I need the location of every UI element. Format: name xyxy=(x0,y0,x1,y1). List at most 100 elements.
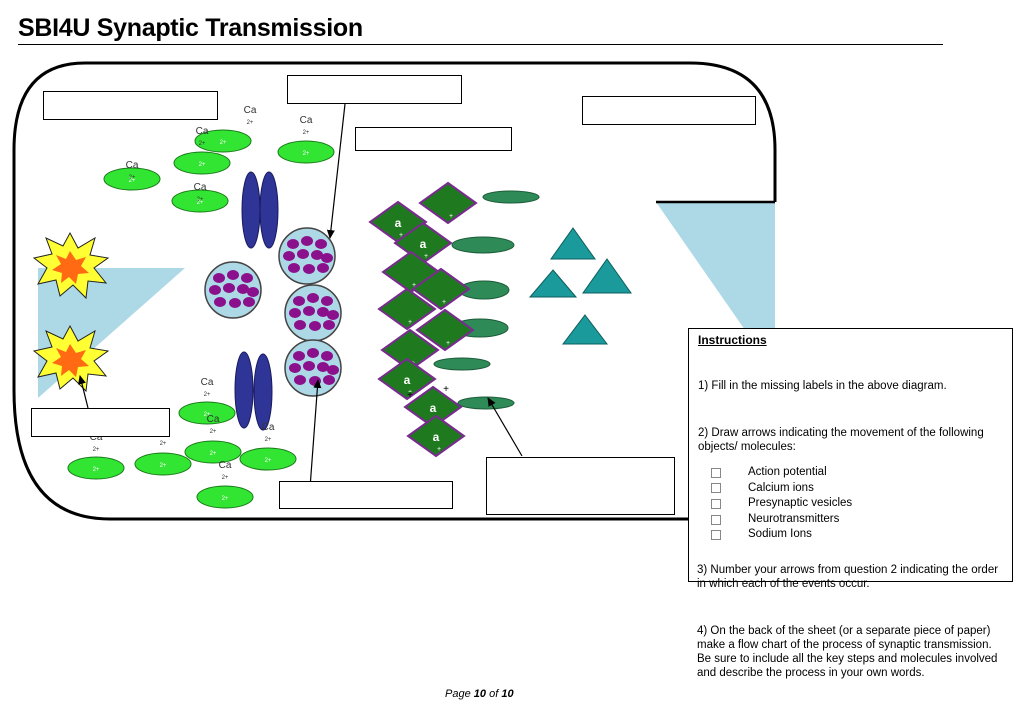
ion-charge: 2+ xyxy=(93,447,100,453)
neurotransmitter: a+ xyxy=(377,357,437,401)
svg-text:+: + xyxy=(437,446,441,453)
ion-charge: 2+ xyxy=(265,437,272,443)
checkbox-icon[interactable] xyxy=(711,514,721,525)
checkbox-icon[interactable] xyxy=(711,467,721,478)
checklist-item[interactable]: Action potential xyxy=(711,465,852,481)
pointer-arrow xyxy=(78,375,89,409)
calcium-ions: Ca2+2+Ca2+2+Ca2+2+Ca2+2+Ca2+2+Ca2+2+Ca2+… xyxy=(67,105,335,509)
ion-symbol: Ca xyxy=(201,377,214,388)
page-title: SBI4U Synaptic Transmission xyxy=(18,14,363,42)
calcium-ion: Ca2+2+ xyxy=(277,115,335,164)
receptor xyxy=(433,357,491,371)
ion-charge: 2+ xyxy=(265,458,272,464)
ion-charge: 2+ xyxy=(247,120,254,126)
label-box-top-left[interactable] xyxy=(43,91,218,120)
calcium-channel-top xyxy=(241,171,279,249)
ion-symbol: Ca xyxy=(126,160,139,171)
instructions-heading: Instructions xyxy=(698,333,767,347)
vesicle xyxy=(284,339,342,397)
ion-charge: 2+ xyxy=(93,467,100,473)
sodium-ion xyxy=(561,314,609,345)
plus-sign: + xyxy=(443,384,449,395)
plus-sign: + xyxy=(407,390,413,401)
calcium-channel-bottom xyxy=(234,351,273,431)
svg-text:a: a xyxy=(395,216,402,230)
ion-charge: 2+ xyxy=(210,451,217,457)
ion-charge: 2+ xyxy=(220,140,227,146)
action-potential-burst-top xyxy=(32,231,110,300)
postsynaptic-cone xyxy=(656,202,775,330)
ion-symbol: Ca xyxy=(196,126,209,137)
pointer-arrow xyxy=(487,397,523,457)
neurotransmitter: + xyxy=(415,308,475,352)
calcium-ion: Ca 2+ 2+ xyxy=(173,126,231,175)
svg-text:+: + xyxy=(408,389,412,396)
svg-text:a: a xyxy=(430,401,437,415)
title-rule xyxy=(18,44,943,45)
ion-symbol: Ca xyxy=(194,182,207,193)
pointer-arrow xyxy=(309,379,322,489)
page-footer: Page 10 of 10 xyxy=(445,688,514,700)
label-box-top-right[interactable] xyxy=(582,96,756,125)
label-box-bottom-left[interactable] xyxy=(31,408,170,437)
ion-charge: 2+ xyxy=(303,151,310,157)
synapse-outline xyxy=(12,61,777,521)
svg-text:+: + xyxy=(449,213,453,220)
checklist-item[interactable]: Sodium Ions xyxy=(711,527,852,543)
checklist-item[interactable]: Calcium ions xyxy=(711,481,852,497)
calcium-ion: Ca2+2+ xyxy=(103,160,161,191)
ion-charge: 2+ xyxy=(210,429,217,435)
ion-charge: 2+ xyxy=(160,463,167,469)
label-box-bottom-right[interactable] xyxy=(486,457,675,515)
vesicle xyxy=(278,227,336,285)
calcium-ion: Ca2+2+ xyxy=(178,377,236,425)
svg-text:+: + xyxy=(424,253,428,260)
label-box-bottom-center[interactable] xyxy=(279,481,453,509)
ion-symbol: Ca xyxy=(207,414,220,425)
receptor xyxy=(482,190,540,204)
calcium-ion: Ca 2+ 2+ xyxy=(196,460,254,509)
calcium-ion: Ca 2+ 2+ xyxy=(184,414,242,464)
label-box-center[interactable] xyxy=(355,127,512,151)
calcium-ion: Ca 2+ 2+ xyxy=(67,432,125,480)
svg-text:+: + xyxy=(412,282,416,289)
label-box-top-center[interactable] xyxy=(287,75,462,104)
question-4: 4) On the back of the sheet (or a separa… xyxy=(697,625,998,679)
vesicle xyxy=(204,261,262,319)
ion-charge: 2+ xyxy=(222,496,229,502)
ion-symbol: Ca xyxy=(244,105,257,116)
movement-checklist: Action potential Calcium ions Presynapti… xyxy=(711,465,852,543)
neurotransmitter: a+ xyxy=(406,414,466,458)
checkbox-icon[interactable] xyxy=(711,498,721,509)
neurotransmitters: a++a++++++a+a+a++++ xyxy=(368,181,478,505)
ion-charge: 2+ xyxy=(222,475,229,481)
svg-text:a: a xyxy=(420,237,427,251)
checkbox-icon[interactable] xyxy=(711,483,721,494)
ion-charge: 2+ xyxy=(199,141,206,147)
instructions-panel: Instructions 1) Fill in the missing labe… xyxy=(688,328,1013,582)
neurotransmitter: + xyxy=(418,181,478,225)
ion-charge: 2+ xyxy=(160,441,167,447)
sodium-ion xyxy=(528,269,578,298)
ion-symbol: Ca xyxy=(262,422,275,433)
calcium-ion: Ca2+2+ xyxy=(171,182,229,213)
svg-text:+: + xyxy=(408,319,412,326)
vesicle xyxy=(284,284,342,342)
neurotransmitter: + xyxy=(411,267,471,311)
action-potential-burst-bottom xyxy=(32,324,110,393)
ion-charge: 2+ xyxy=(129,178,136,184)
svg-text:+: + xyxy=(399,232,403,239)
ion-symbol: Ca xyxy=(90,432,103,443)
sodium-ions xyxy=(528,227,632,345)
pointer-arrow xyxy=(326,103,346,239)
svg-text:+: + xyxy=(442,299,446,306)
sodium-ion xyxy=(582,258,632,294)
ion-symbol: Ca xyxy=(300,115,313,126)
checklist-item[interactable]: Neurotransmitters xyxy=(711,512,852,528)
checkbox-icon[interactable] xyxy=(711,530,721,541)
checklist-item[interactable]: Presynaptic vesicles xyxy=(711,496,852,512)
svg-text:a: a xyxy=(404,373,411,387)
svg-text:a: a xyxy=(433,430,440,444)
ion-symbol: Ca xyxy=(219,460,232,471)
